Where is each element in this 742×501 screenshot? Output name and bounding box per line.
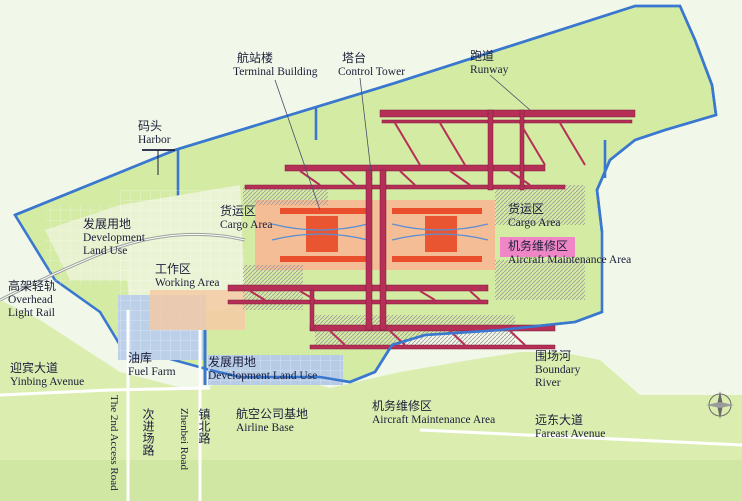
zone-airline-base-grid [208,355,343,385]
label-zhenbei-zh: 镇北路 [197,408,211,444]
leader-lines [274,74,531,211]
label-zhenbei-en: Zhenbei Road [178,408,190,471]
label-development-land-south: 发展用地 Development Land Use [208,355,318,382]
zone-cargo-west [243,185,328,205]
light-rail-inner [0,233,246,301]
road-yinbing [0,386,211,397]
zone-working-orange [150,290,245,330]
taxiway-links [249,122,586,346]
zone-maintenance-east [500,237,575,257]
terminal-west-a [280,208,370,214]
label-working-area: 工作区 Working Area [155,262,220,289]
compass-icon [706,391,734,419]
label-terminal-building: 航站楼 Terminal Building [233,51,318,78]
label-maintenance-south: 机务维修区 Aircraft Maintenance Area [372,399,496,426]
label-light-rail: 高架轻轨 Overhead Light Rail [8,279,57,320]
terminal-east-a [392,208,482,214]
boundary-river [209,310,603,384]
label-airline-base: 航空公司基地 Airline Base [236,407,309,434]
label-yinbing-avenue: 迎宾大道 Yinbing Avenue [10,361,85,388]
label-development-land-nw: 发展用地 Development Land Use [83,217,145,258]
label-control-tower: 塔台 Control Tower [338,51,406,78]
label-cargo-west: 货运区 Cargo Area [220,204,273,231]
harbor-marker [142,149,175,175]
label-harbor: 码头 Harbor [138,119,171,146]
land-south-edge [0,460,742,501]
zone-cargo-east [495,185,585,225]
runways [227,109,636,350]
label-fuel-farm: 油库 Fuel Farm [128,351,176,378]
land-south [0,300,742,501]
label-access-road-en: The 2nd Access Road [108,395,120,491]
zone-maintenance-east-grey [495,260,585,300]
label-maintenance-east: 机务维修区 Aircraft Maintenance Area [508,239,632,266]
road-fareast [419,428,742,447]
label-fareast-avenue: 远东大道 Fareast Avenue [535,413,606,440]
sea-wall [14,4,718,233]
label-cargo-east: 货运区 Cargo Area [508,202,561,229]
terminal-west-b [280,256,370,262]
label-access-road-zh: 次进场路 [141,408,155,456]
terminal-east-b [392,256,482,262]
pier-arcs [271,223,489,241]
label-runway: 跑道 Runway [470,49,509,76]
label-boundary-river: 围场河 Boundary River [535,349,581,390]
